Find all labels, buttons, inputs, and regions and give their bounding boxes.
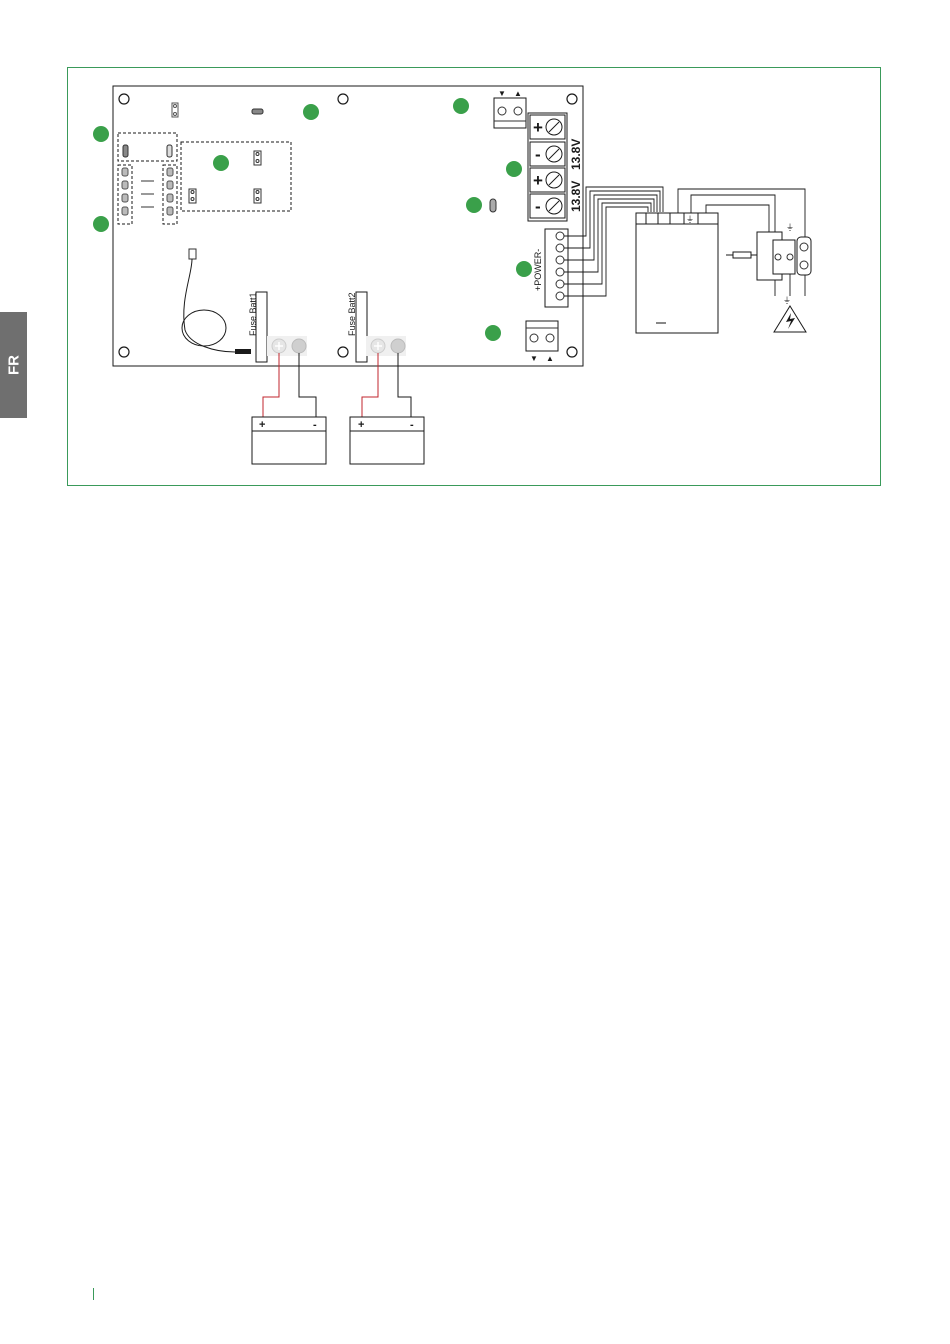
marker: [466, 197, 482, 213]
output-label-2: 13.8V: [569, 181, 583, 212]
mains-terminal: ⏚ ⏚: [726, 223, 811, 305]
svg-text:▼: ▼: [530, 354, 538, 363]
marker: [93, 126, 109, 142]
marker: [516, 261, 532, 277]
fuse-batt1-label: Fuse Batt1: [248, 292, 258, 336]
svg-text:▲: ▲: [514, 89, 522, 98]
warning-high-voltage-icon: [774, 306, 806, 332]
jumper-top: [172, 103, 178, 117]
connector-bottom: ▼ ▲: [526, 321, 558, 363]
marker: [93, 216, 109, 232]
terminal-plus-1: +: [533, 118, 543, 137]
temperature-probe: [182, 249, 251, 354]
svg-text:⏚: ⏚: [686, 215, 694, 224]
battery-1-minus: -: [313, 419, 317, 431]
battery-wires: [263, 353, 411, 417]
dashed-module: [181, 142, 291, 211]
battery-2-minus: -: [410, 419, 414, 431]
battery-1-plus: +: [259, 419, 265, 431]
battery-1: + -: [252, 417, 326, 464]
marker: [485, 325, 501, 341]
psu-module: ⏚: [636, 213, 718, 333]
power-label: +POWER-: [533, 249, 543, 291]
battery-2-plus: +: [358, 419, 364, 431]
green-markers: [93, 98, 532, 341]
footer-marker: [93, 1288, 94, 1300]
power-connector: +POWER-: [533, 229, 568, 307]
fuse-batt2-label: Fuse Batt2: [347, 292, 357, 336]
battery-2: + -: [350, 417, 424, 464]
fuse-batt2: Fuse Batt2: [347, 292, 367, 362]
svg-text:⏚: ⏚: [786, 223, 794, 232]
terminal-minus-2: -: [535, 197, 541, 216]
connector-strips: [118, 165, 177, 224]
marker: [506, 161, 522, 177]
svg-text:▼: ▼: [498, 89, 506, 98]
marker: [213, 155, 229, 171]
marker: [303, 104, 319, 120]
output-label-1: 13.8V: [569, 139, 583, 170]
marker: [453, 98, 469, 114]
battery-terminals-2: [366, 336, 406, 356]
svg-text:▲: ▲: [546, 354, 554, 363]
battery-terminals-1: [267, 336, 307, 356]
connector-top: ▼ ▲: [494, 89, 526, 128]
terminal-minus-1: -: [535, 145, 541, 164]
led-indicator: [252, 109, 263, 114]
svg-text:⏚: ⏚: [783, 296, 791, 305]
output-terminal-block: + - + - 13.8V 13.8V: [528, 113, 583, 221]
terminal-plus-2: +: [533, 171, 543, 190]
